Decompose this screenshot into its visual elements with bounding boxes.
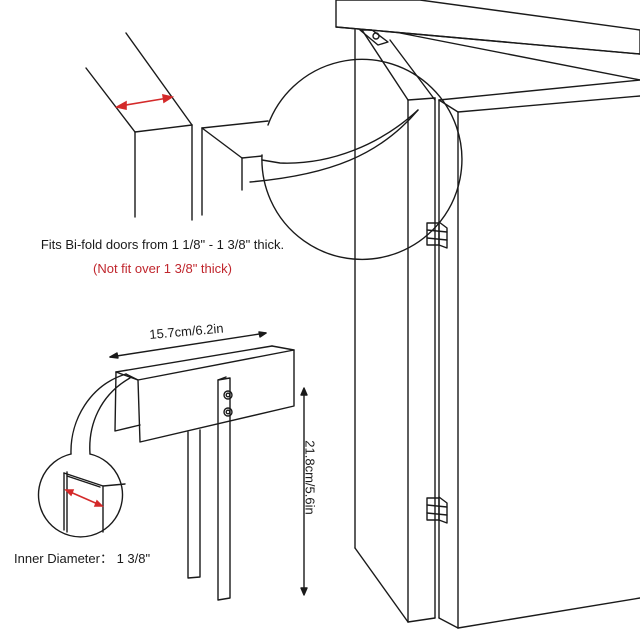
door-edge-magnifier xyxy=(85,32,463,261)
inner-diameter-label: Inner Diameter： 1 3/8" xyxy=(14,551,151,566)
bracket-inner-magnifier xyxy=(37,373,131,538)
not-fit-warning: (Not fit over 1 3/8" thick) xyxy=(93,261,232,276)
red-thickness-arrows xyxy=(64,93,175,507)
aligner-bracket xyxy=(109,331,308,601)
door-thickness-arrow-icon xyxy=(119,97,169,107)
arrow-head-left-icon xyxy=(114,100,127,110)
inner-diameter-arrow-icon xyxy=(67,490,101,506)
arrow-head-right-icon xyxy=(162,93,175,104)
bifold-door xyxy=(335,0,640,629)
bracket-height-dimension: 21.8cm/5.6in xyxy=(302,440,318,515)
fit-range-note: Fits Bi-fold doors from 1 1/8" - 1 3/8" … xyxy=(40,237,285,252)
